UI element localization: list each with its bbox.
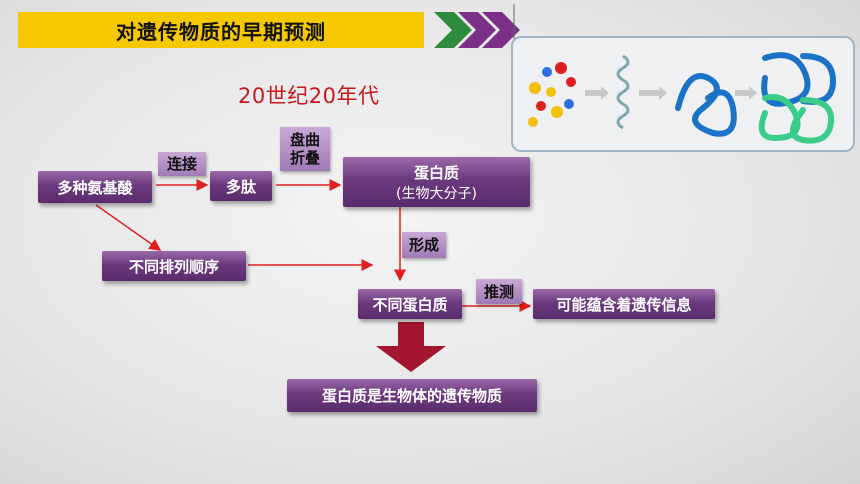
node-amino-acids-label: 多种氨基酸 <box>57 178 133 197</box>
protein-structure-image <box>511 36 855 152</box>
page-title: 对遗传物质的早期预测 <box>116 19 326 44</box>
arrow-icon <box>585 86 609 100</box>
label-fold: 盘曲 折叠 <box>280 127 330 171</box>
label-fold-line1: 盘曲 <box>289 131 320 149</box>
chevron-purple-icon-2 <box>482 12 520 48</box>
amino-acid-beads-icon <box>528 62 576 127</box>
label-form: 形成 <box>402 232 446 258</box>
label-infer-text: 推测 <box>483 282 514 301</box>
arrow-amino-to-order <box>95 204 162 251</box>
node-conclusion: 蛋白质是生物体的遗传物质 <box>287 379 537 412</box>
chevron-green-icon <box>434 12 472 48</box>
era-label: 20世纪20年代 <box>238 84 380 108</box>
node-amino-acids: 多种氨基酸 <box>38 171 152 203</box>
node-different-order: 不同排列顺序 <box>102 251 246 281</box>
node-different-proteins-label: 不同蛋白质 <box>372 295 448 314</box>
node-may-contain-label: 可能蕴含着遗传信息 <box>556 295 692 314</box>
arrow-icon-3 <box>735 86 757 100</box>
node-may-contain-genetic-info: 可能蕴含着遗传信息 <box>533 289 715 319</box>
label-connect: 连接 <box>158 152 206 176</box>
node-different-proteins: 不同蛋白质 <box>358 289 462 319</box>
title-bar: 对遗传物质的早期预测 <box>18 12 424 48</box>
protein-structure-illustration <box>528 52 837 144</box>
quaternary-protein-icon <box>758 52 837 144</box>
node-polypeptide: 多肽 <box>210 171 272 201</box>
folded-protein-icon <box>675 73 737 137</box>
arrow-icon-2 <box>639 86 667 100</box>
node-protein: 蛋白质 (生物大分子) <box>343 157 530 207</box>
label-connect-text: 连接 <box>166 155 197 173</box>
node-different-order-label: 不同排列顺序 <box>128 257 219 276</box>
label-infer: 推测 <box>476 279 522 304</box>
chevron-purple-icon <box>458 12 496 48</box>
helix-icon <box>616 54 630 130</box>
node-protein-label: 蛋白质 <box>413 163 459 182</box>
big-down-arrow-icon <box>376 322 446 372</box>
label-fold-line2: 折叠 <box>289 149 320 167</box>
node-conclusion-label: 蛋白质是生物体的遗传物质 <box>321 387 502 405</box>
node-protein-sublabel: (生物大分子) <box>396 185 477 202</box>
label-form-text: 形成 <box>408 236 439 254</box>
node-polypeptide-label: 多肽 <box>225 177 256 196</box>
